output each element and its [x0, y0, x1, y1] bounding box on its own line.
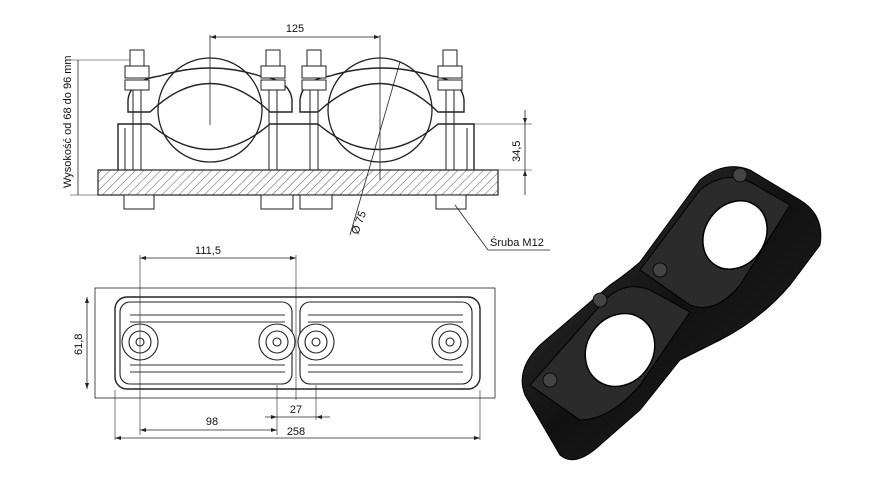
product-render — [521, 166, 822, 461]
dim-height-range: Wysokość od 68 do 96 mm — [62, 55, 74, 188]
front-view: 125 Wysokość od 68 do 96 mm 34,5 Ø 75 Śr… — [62, 23, 550, 251]
clamp-upper-cap-left — [127, 67, 293, 113]
dim-61-8: 61,8 — [73, 334, 85, 355]
dim-111-5: 111,5 — [195, 245, 221, 257]
bolt-group-bottom — [123, 194, 467, 210]
plan-view: 111,5 61,8 98 27 258 — [73, 245, 496, 440]
clamp-lower-body — [117, 123, 475, 170]
dim-98: 98 — [206, 416, 218, 428]
pipe-hole-lower — [584, 312, 656, 388]
base-plate — [97, 169, 499, 196]
dim-27: 27 — [290, 404, 302, 416]
plan-outline — [114, 296, 481, 390]
clamp-upper-cap-right — [299, 67, 465, 113]
plan-bolts — [121, 323, 469, 361]
dim-34-5: 34,5 — [511, 141, 523, 162]
dim-125: 125 — [286, 23, 304, 35]
dim-258: 258 — [287, 426, 305, 438]
bolt-label: Śruba M12 — [490, 236, 544, 249]
pipe-hole-upper — [702, 200, 768, 270]
bolt-group-top — [124, 49, 463, 91]
dim-diameter: Ø 75 — [350, 210, 369, 237]
